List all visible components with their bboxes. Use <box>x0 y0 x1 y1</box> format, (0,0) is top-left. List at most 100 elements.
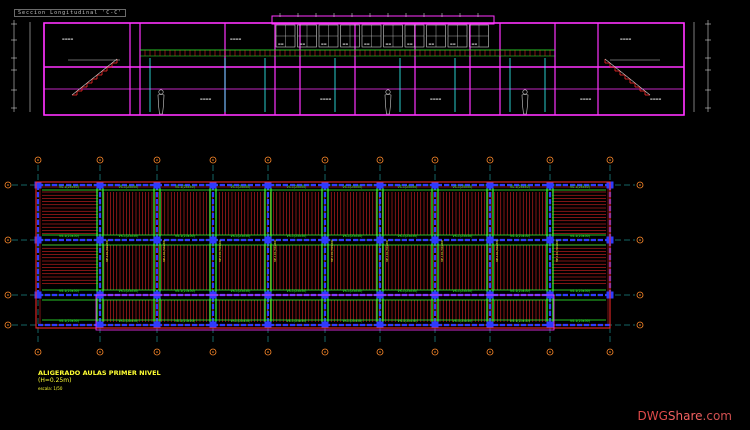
beam-label-vertical: VP-101(30x60) <box>273 240 277 262</box>
column-square <box>431 321 439 329</box>
plan-subtitle: (H=0.25m) <box>38 377 72 384</box>
beam-label: VS-1(25x50) <box>453 319 473 323</box>
stair-stringer <box>604 58 651 96</box>
stair-stringer <box>71 58 118 96</box>
beam-label-vertical: VP-101(30x60) <box>440 240 444 262</box>
beam-label: VS-1(25x50) <box>175 234 195 238</box>
column-square <box>546 181 554 189</box>
beam-label: VS-1(25x50) <box>287 319 307 323</box>
beam-label-vertical: VP-101(30x60) <box>495 240 499 262</box>
window-label: ▬▬ <box>429 42 435 46</box>
column-square <box>96 181 104 189</box>
beam-label: VS-1(25x50) <box>570 319 590 323</box>
human-figure-icon <box>157 89 165 115</box>
column-square <box>376 321 384 329</box>
window-label: ▬▬ <box>343 42 349 46</box>
column-square <box>96 236 104 244</box>
axis-bubble-icon <box>376 156 384 164</box>
human-figure-icon <box>521 89 529 115</box>
column-square <box>209 181 217 189</box>
axis-bubble-icon <box>606 348 614 356</box>
floor-plan: VS-1(25x50) VS-1(25x50) VS-1(25x50) VS-1(25… <box>4 156 644 356</box>
section-annotation: ▬▬▬▬ <box>200 97 212 101</box>
beam-label: VS-1(25x50) <box>287 185 307 189</box>
column-square <box>486 236 494 244</box>
beam-label: VS-1(25x50) <box>231 319 251 323</box>
column-square <box>321 236 329 244</box>
axis-bubble-icon <box>209 348 217 356</box>
beam-label-vertical: VP-101(30x60) <box>162 240 166 262</box>
corridor-outline <box>95 294 555 331</box>
column-square <box>153 181 161 189</box>
beam-label-vertical: VP-101(30x60) <box>218 240 222 262</box>
axis-bubble-icon <box>546 348 554 356</box>
column-square <box>546 321 554 329</box>
beam-label-vertical: VP-101(30x60) <box>105 240 109 262</box>
axis-bubble-icon <box>431 348 439 356</box>
column-square <box>96 321 104 329</box>
window-label: ▬▬ <box>300 42 306 46</box>
beam-label: VS-1(25x50) <box>398 234 418 238</box>
beam-label: VS-1(25x50) <box>453 234 473 238</box>
axis-bubble-icon <box>4 181 12 189</box>
axis-bubble-icon <box>636 181 644 189</box>
axis-bubble-icon <box>264 348 272 356</box>
watermark-part-3: .com <box>702 409 732 423</box>
window-label: ▬▬ <box>407 42 413 46</box>
axis-bubble-icon <box>4 291 12 299</box>
section-annotation: ▬▬▬▬ <box>230 37 242 41</box>
window-label: ▬▬ <box>450 42 456 46</box>
section-annotation: ▬▬▬▬ <box>580 97 592 101</box>
beam-label: VS-1(25x50) <box>119 289 139 293</box>
axis-bubble-icon <box>153 156 161 164</box>
column-square <box>376 181 384 189</box>
beam-label-vertical: VP-101(30x60) <box>555 240 559 262</box>
beam-label: VS-1(25x50) <box>231 289 251 293</box>
column-square <box>264 321 272 329</box>
staircase-icon <box>71 58 118 96</box>
section-annotation: ▬▬▬▬ <box>62 37 74 41</box>
beam-label: VS-1(25x50) <box>59 289 79 293</box>
axis-bubble-icon <box>376 348 384 356</box>
beam-label: VS-1(25x50) <box>343 289 363 293</box>
beam-label: VS-1(25x50) <box>510 289 530 293</box>
plan-scale: escala: 1/50 <box>38 386 63 391</box>
beam-label: VS-1(25x50) <box>570 289 590 293</box>
column-square <box>321 321 329 329</box>
axis-bubble-icon <box>4 236 12 244</box>
human-figure-icon <box>384 89 392 115</box>
watermark-part-1: DWG <box>637 409 668 423</box>
column-square <box>376 236 384 244</box>
column-square <box>486 181 494 189</box>
beam-label: VS-1(25x50) <box>175 319 195 323</box>
column-square <box>486 321 494 329</box>
section-annotation: ▬▬▬▬ <box>650 97 662 101</box>
beam-label: VS-1(25x50) <box>570 234 590 238</box>
axis-bubble-icon <box>486 156 494 164</box>
section-annotation: ▬▬▬▬ <box>320 97 332 101</box>
section-annotation: ▬▬▬▬ <box>620 37 632 41</box>
section-annotation: ▬▬▬▬ <box>430 97 442 101</box>
beam-label: VS-1(25x50) <box>287 289 307 293</box>
window-label: ▬▬ <box>364 42 370 46</box>
beam-label-vertical: VP-101(30x60) <box>385 240 389 262</box>
column-square <box>546 236 554 244</box>
column-square <box>321 181 329 189</box>
beam-label: VS-1(25x50) <box>59 234 79 238</box>
beam-label: VS-1(25x50) <box>119 319 139 323</box>
longitudinal-section: ▬▬▬▬▬▬▬▬▬▬▬▬▬▬▬▬▬▬▬▬▬▬▬▬▬▬▬▬▬▬▬▬▬▬▬▬▬▬▬▬… <box>11 13 711 116</box>
column-square <box>209 236 217 244</box>
beam-label: VS-1(25x50) <box>119 234 139 238</box>
beam-label: VS-1(25x50) <box>231 185 251 189</box>
axis-bubble-icon <box>34 348 42 356</box>
window-label: ▬▬ <box>386 42 392 46</box>
axis-bubble-icon <box>636 291 644 299</box>
axis-bubble-icon <box>321 156 329 164</box>
column-square <box>431 181 439 189</box>
axis-bubble-icon <box>546 156 554 164</box>
watermark: DWGShare.com <box>638 409 733 423</box>
beam-label: VS-1(25x50) <box>570 185 590 189</box>
beam-label: VS-1(25x50) <box>510 234 530 238</box>
column-square <box>264 236 272 244</box>
axis-bubble-icon <box>96 156 104 164</box>
